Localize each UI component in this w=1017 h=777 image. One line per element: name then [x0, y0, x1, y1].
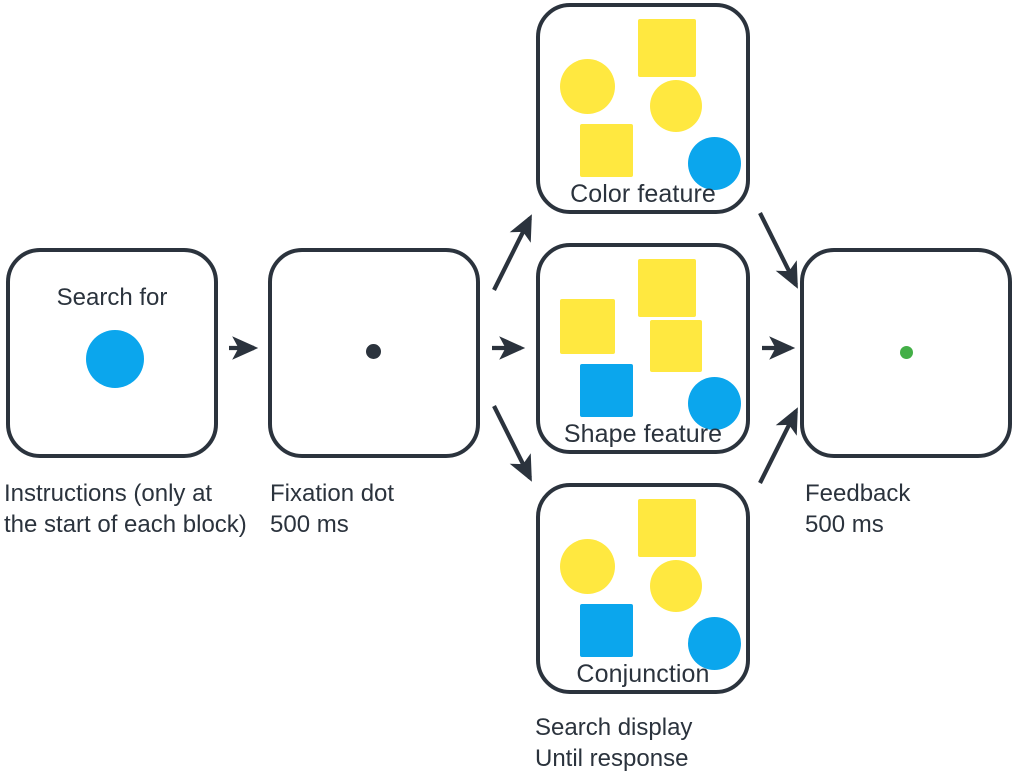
stimulus-yellow-circle: [560, 539, 615, 594]
caption-fixation: Fixation dot 500 ms: [270, 480, 395, 538]
arrow-fixation-to-color-feature: [492, 214, 532, 291]
caption-instructions: Instructions (only at the start of each …: [4, 480, 247, 538]
stimulus-yellow-square: [638, 499, 696, 557]
stimulus-blue-circle-target: [688, 377, 741, 430]
fixation-dot: [366, 344, 381, 359]
stimulus-blue-circle-target: [688, 137, 741, 190]
panel-shape-feature: Shape feature: [536, 243, 750, 454]
label-color-feature: Color feature: [570, 180, 716, 208]
feedback-dot-green: [900, 346, 913, 359]
stimulus-yellow-circle: [650, 80, 702, 132]
panel-color-feature: Color feature: [536, 3, 750, 214]
panel-instructions: Search for: [6, 248, 218, 458]
arrow-fixation-to-conjunction: [492, 405, 532, 482]
stimulus-yellow-square: [638, 19, 696, 77]
stimulus-yellow-square: [560, 299, 615, 354]
panel-conjunction: Conjunction: [536, 483, 750, 694]
stimulus-yellow-square: [650, 320, 702, 372]
stimulus-yellow-square: [580, 124, 633, 177]
stimulus-blue-circle-target: [688, 617, 741, 670]
panel-fixation: [268, 248, 480, 458]
stimulus-yellow-square: [638, 259, 696, 317]
caption-feedback: Feedback 500 ms: [805, 480, 911, 538]
stimulus-blue-square: [580, 364, 633, 417]
instructions-heading: Search for: [56, 284, 168, 311]
caption-search-display: Search display Until response: [535, 714, 693, 772]
stimulus-yellow-circle: [560, 59, 615, 114]
stimulus-yellow-circle: [650, 560, 702, 612]
instructions-target-blue-circle: [86, 330, 144, 388]
panel-feedback: [800, 248, 1012, 458]
arrow-color-feature-to-feedback: [758, 212, 798, 289]
arrow-conjunction-to-feedback: [758, 407, 798, 484]
stimulus-blue-square: [580, 604, 633, 657]
label-shape-feature: Shape feature: [563, 420, 723, 448]
label-conjunction: Conjunction: [576, 660, 710, 688]
